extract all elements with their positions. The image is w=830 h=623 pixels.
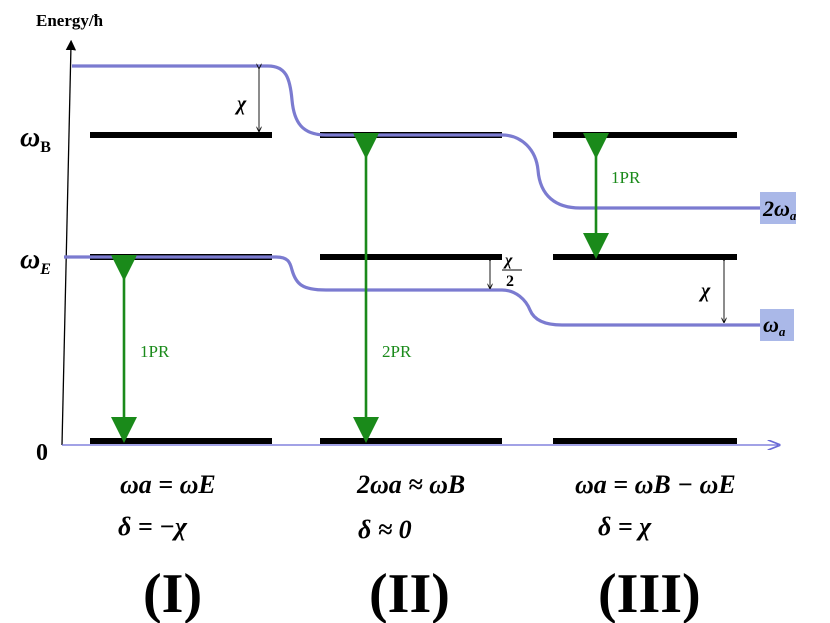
panel-numeral-1: (I) [143,563,202,623]
omega-a-label: ωa [763,312,786,339]
transition-1pr-label-panel-1: 1PR [140,342,170,361]
tick-omega-e: ωE [20,244,51,278]
condition-panel-3: ωa = ωB − ωE [575,470,736,499]
two-photon-curve [72,64,760,210]
y-axis [61,39,77,446]
condition-panel-2: 2ωa ≈ ωB [356,470,465,499]
tick-omega-b: ωB [20,122,51,156]
tick-zero: 0 [36,440,48,466]
detuning-panel-1: δ = −χ [118,512,188,541]
chi-half-denominator: 2 [506,273,514,290]
two-omega-a-label: 2ωa [762,196,797,223]
detuning-panel-3: δ = χ [598,512,652,541]
transition-2pr-label: 2PR [382,342,412,361]
y-axis-label: Energy/ħ [36,11,104,30]
chi-half-numerator: χ [503,252,513,269]
transition-1pr-label-panel-3: 1PR [611,168,641,187]
detuning-panel-2: δ ≈ 0 [358,515,412,544]
panel-numeral-2: (II) [369,563,450,623]
two-omega-a-box [760,192,796,224]
omega-a-box [760,309,794,341]
panel-numeral-3: (III) [598,563,701,623]
one-photon-curve [64,255,760,327]
chi-label-panel-3: χ [698,280,711,302]
condition-panel-1: ωa = ωE [120,470,216,499]
chi-label-panel-1: χ [234,93,247,115]
